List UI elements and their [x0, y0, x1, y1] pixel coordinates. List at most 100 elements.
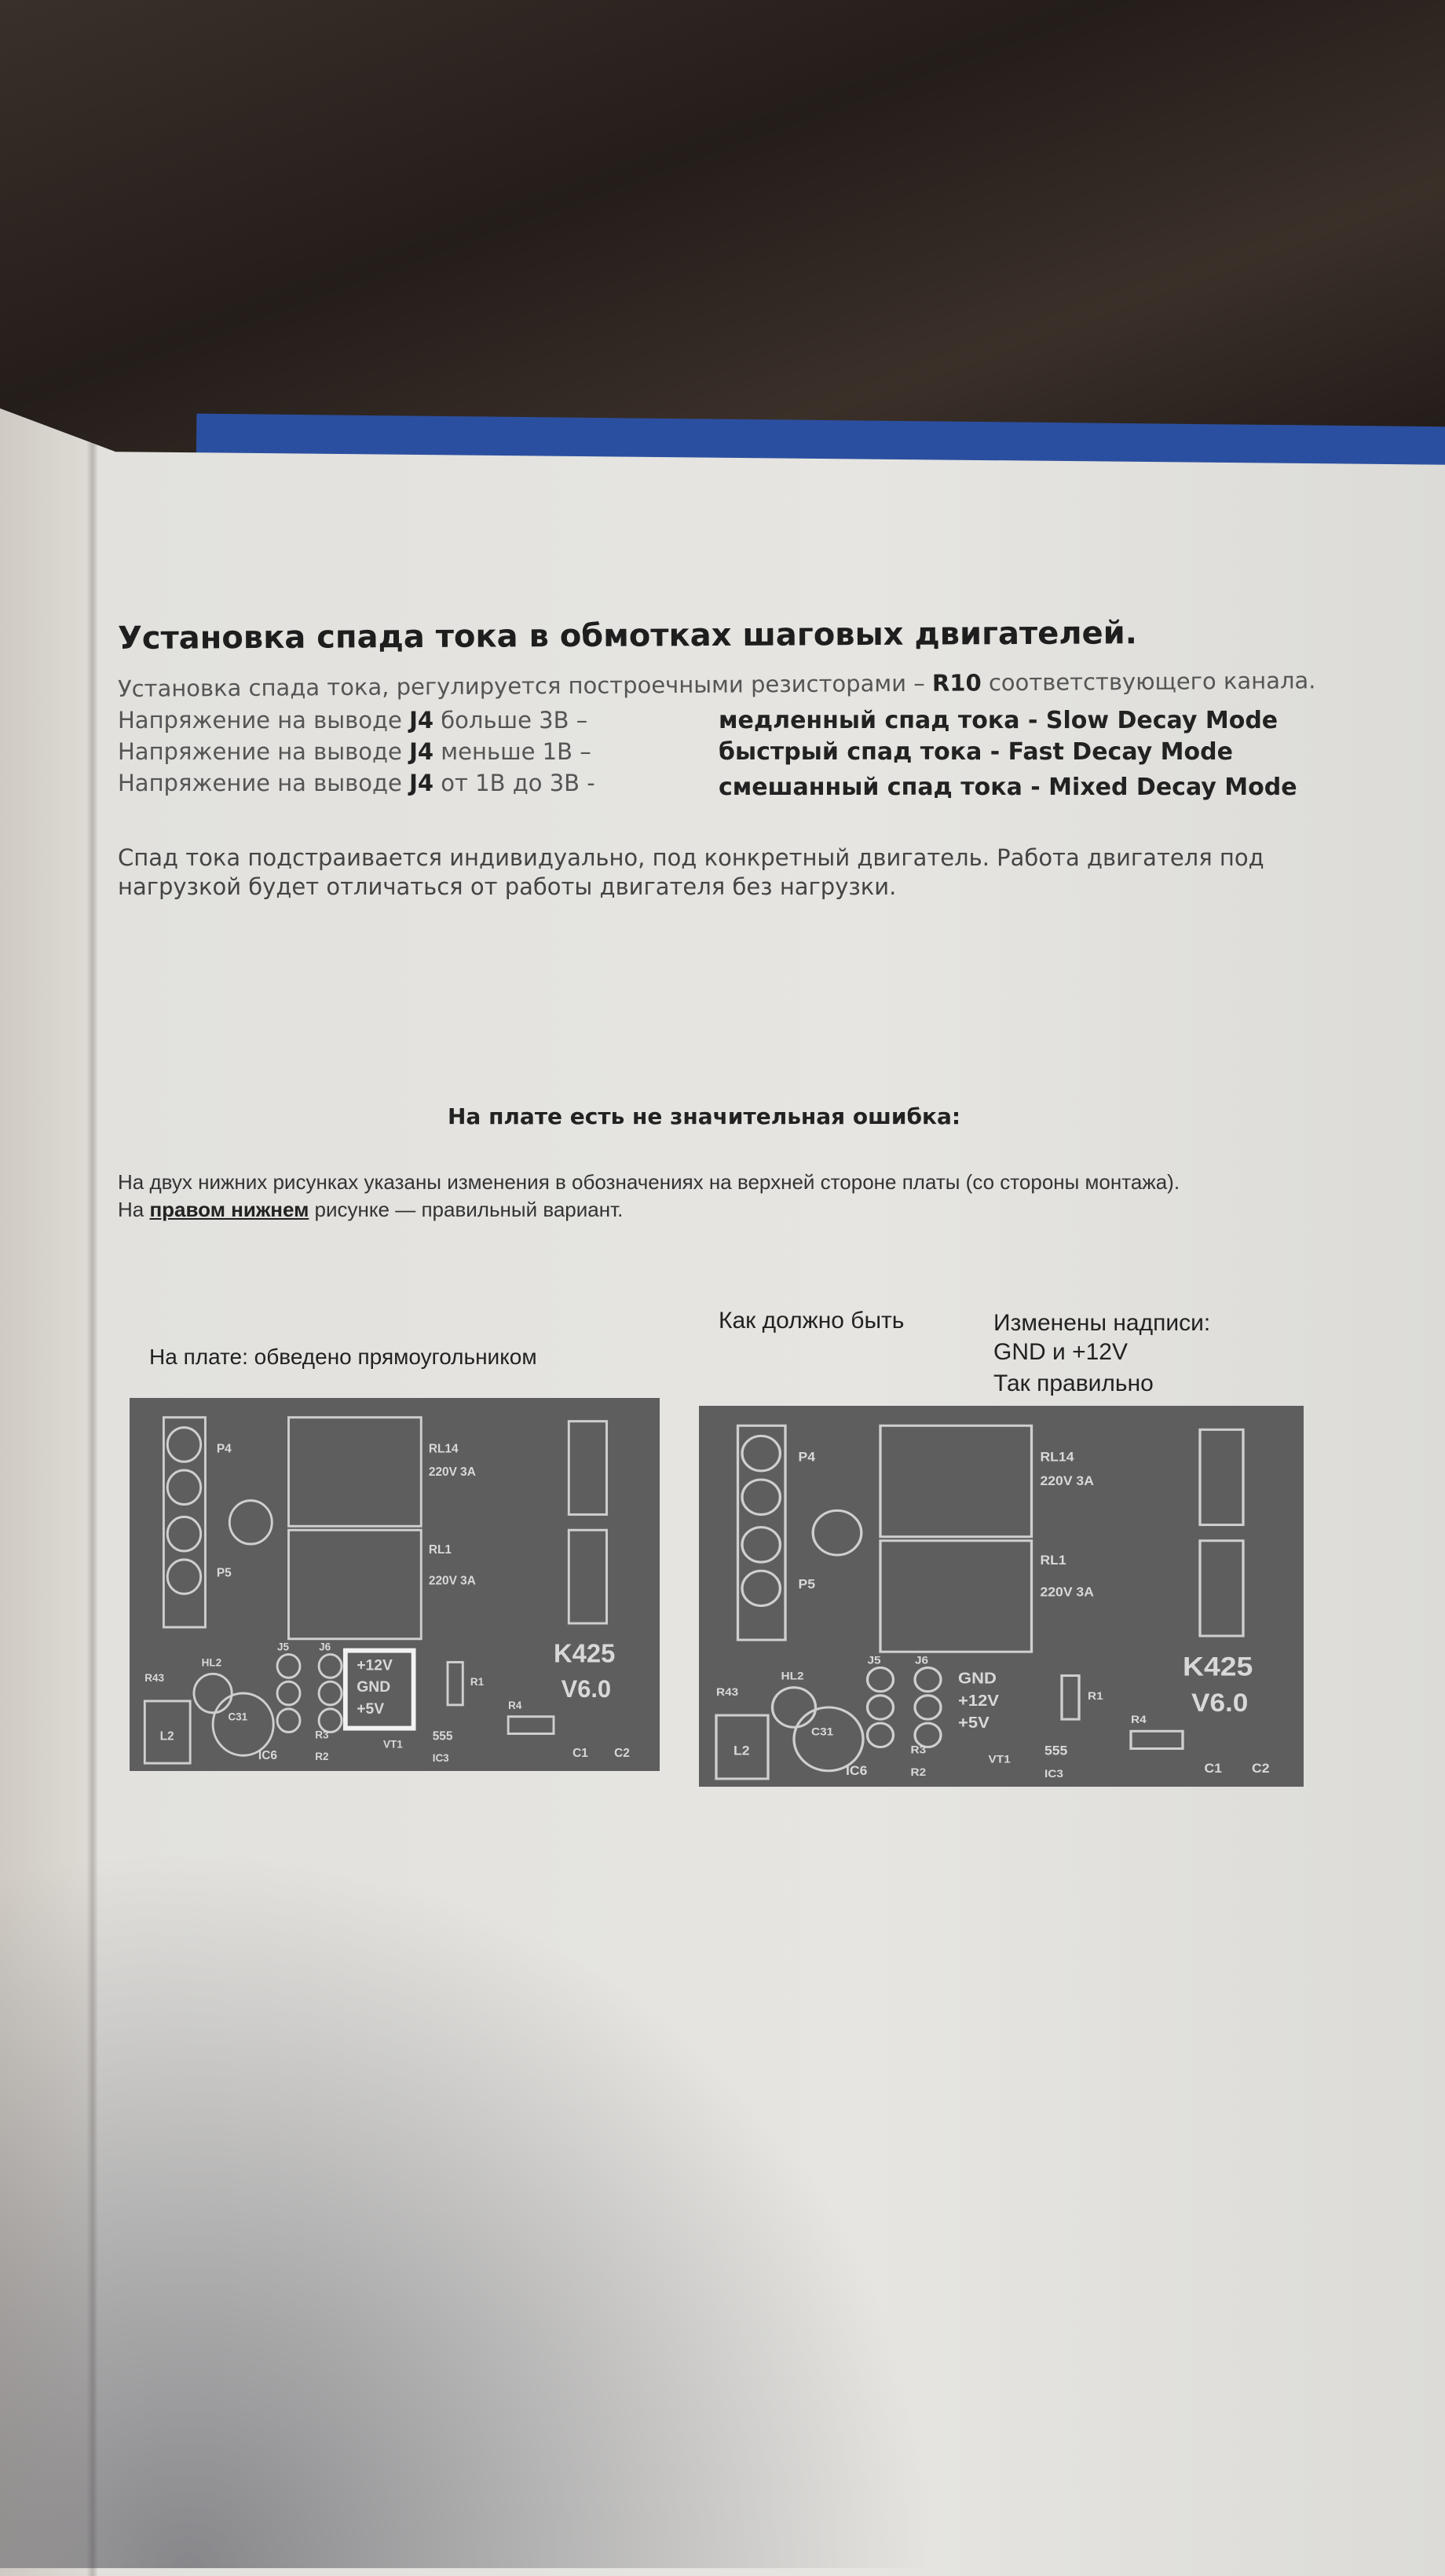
text: рисунке — правильный вариант.	[309, 1198, 624, 1221]
mode-fast: быстрый спад тока - Fast Decay Mode	[719, 738, 1233, 766]
pcb-label: P4	[217, 1442, 232, 1455]
pcb-label: 220V 3A	[429, 1574, 476, 1587]
text: На	[118, 1198, 150, 1221]
mounting-hole	[811, 1509, 863, 1557]
rule-slow: Напряжение на выводе J4 больше 3В –	[118, 707, 587, 734]
intro-text-end: соответствующего канала.	[981, 667, 1316, 697]
pcb-label: +12V	[357, 1656, 393, 1674]
pcb-label: R3	[315, 1729, 329, 1740]
rule-pin: J4	[409, 707, 434, 734]
caption-right-1: Изменены надписи:	[993, 1310, 1211, 1336]
caption-middle: Как должно быть	[719, 1308, 905, 1334]
jumper-pin	[317, 1653, 343, 1679]
mode-mixed: смешанный спад тока - Mixed Decay Mode	[719, 774, 1297, 801]
rule-cond: от 1В до 3В -	[434, 770, 595, 796]
terminal-screw	[166, 1558, 203, 1595]
led-outline	[770, 1686, 818, 1729]
page-title: Установка спада тока в обмотках шаговых …	[117, 615, 1138, 657]
pcb-label: J6	[915, 1655, 928, 1667]
jumper-pin	[913, 1694, 942, 1721]
board-version: V6.0	[562, 1675, 611, 1703]
terminal-screw	[741, 1434, 782, 1473]
pcb-label: VT1	[383, 1738, 403, 1750]
pcb-label: P5	[799, 1577, 815, 1591]
error-line-2: На правом нижнем рисунке — правильный ва…	[118, 1198, 623, 1222]
pcb-label: +5V	[958, 1714, 990, 1732]
note-line-2: нагрузкой будет отличаться от работы дви…	[118, 873, 897, 900]
jumper-pin	[276, 1653, 302, 1679]
pcb-label: J5	[868, 1655, 881, 1667]
terminal-screw	[166, 1469, 203, 1506]
pcb-label: IC3	[1044, 1768, 1063, 1780]
pcb-label: C31	[811, 1726, 833, 1738]
pcb-label: RL1	[1041, 1553, 1066, 1568]
pcb-label: J5	[277, 1641, 289, 1652]
resistor-array	[567, 1528, 608, 1625]
rule-text: Напряжение на выводе	[118, 707, 410, 734]
pcb-label: P5	[217, 1566, 232, 1579]
terminal-screw	[741, 1569, 782, 1608]
terminal-screw	[741, 1526, 782, 1564]
pcb-label: VT1	[989, 1754, 1011, 1766]
resistor	[1129, 1729, 1184, 1751]
pcb-label: R1	[470, 1676, 485, 1688]
intro-text: Установка спада тока, регулируется постр…	[117, 669, 933, 702]
jumper-pin	[865, 1666, 895, 1693]
relay-outline	[879, 1424, 1033, 1539]
jumper-pin	[317, 1680, 343, 1707]
pcb-label: R2	[911, 1766, 927, 1778]
pcb-label: C2	[614, 1747, 630, 1760]
relay-outline	[879, 1539, 1033, 1653]
jumper-pin	[913, 1666, 942, 1693]
inductor-box	[143, 1700, 192, 1765]
pcb-label: C2	[1252, 1761, 1269, 1775]
background-floor	[0, 0, 1445, 487]
terminal-block	[162, 1416, 207, 1629]
rule-cond: меньше 1В –	[434, 738, 591, 765]
pcb-label: +5V	[357, 1700, 384, 1718]
caption-right-2: GND и +12V	[993, 1339, 1128, 1365]
pcb-label: R4	[508, 1700, 522, 1711]
pcb-label: IC3	[433, 1752, 449, 1764]
mode-slow: медленный спад тока - Slow Decay Mode	[719, 707, 1279, 734]
pcb-label: R2	[315, 1751, 329, 1762]
pcb-label: IC6	[846, 1763, 867, 1777]
pcb-label: RL1	[429, 1543, 452, 1557]
pcb-label: IC6	[258, 1749, 277, 1762]
jumper-pin	[913, 1722, 942, 1748]
resistor	[446, 1660, 464, 1707]
pcb-label: C31	[228, 1711, 247, 1723]
pcb-label: R3	[911, 1744, 927, 1756]
rule-pin: J4	[409, 770, 434, 796]
pcb-label: R4	[1131, 1714, 1147, 1726]
jumper-pin	[317, 1707, 343, 1734]
resistor	[1060, 1674, 1081, 1721]
terminal-screw	[166, 1515, 203, 1553]
pcb-label: 220V 3A	[429, 1465, 476, 1479]
emphasis: правом нижнем	[149, 1198, 309, 1221]
pcb-label: 220V 3A	[1041, 1474, 1094, 1488]
pcb-label: L2	[733, 1744, 750, 1758]
pcb-label: L2	[160, 1729, 174, 1743]
pcb-label: RL14	[1041, 1450, 1075, 1464]
resistor-array	[1198, 1428, 1245, 1527]
pcb-label: +12V	[958, 1692, 999, 1710]
board-version: V6.0	[1191, 1689, 1248, 1717]
resistor	[507, 1715, 555, 1735]
relay-outline	[287, 1528, 423, 1641]
caption-right-3: Так правильно	[993, 1370, 1154, 1396]
pcb-label: RL14	[429, 1442, 459, 1455]
rule-fast: Напряжение на выводе J4 меньше 1В –	[118, 738, 591, 765]
mounting-hole	[228, 1499, 273, 1546]
pcb-label: R1	[1088, 1690, 1103, 1702]
pcb-label: 220V 3A	[1041, 1585, 1094, 1599]
intro-resistor: R10	[931, 669, 982, 697]
pcb-label: P4	[799, 1450, 816, 1464]
error-heading: На плате есть не значительная ошибка:	[448, 1103, 961, 1129]
board-model: K425	[1183, 1652, 1253, 1681]
led-outline	[192, 1672, 233, 1714]
jumper-pin	[276, 1680, 302, 1707]
rule-pin: J4	[409, 738, 434, 765]
